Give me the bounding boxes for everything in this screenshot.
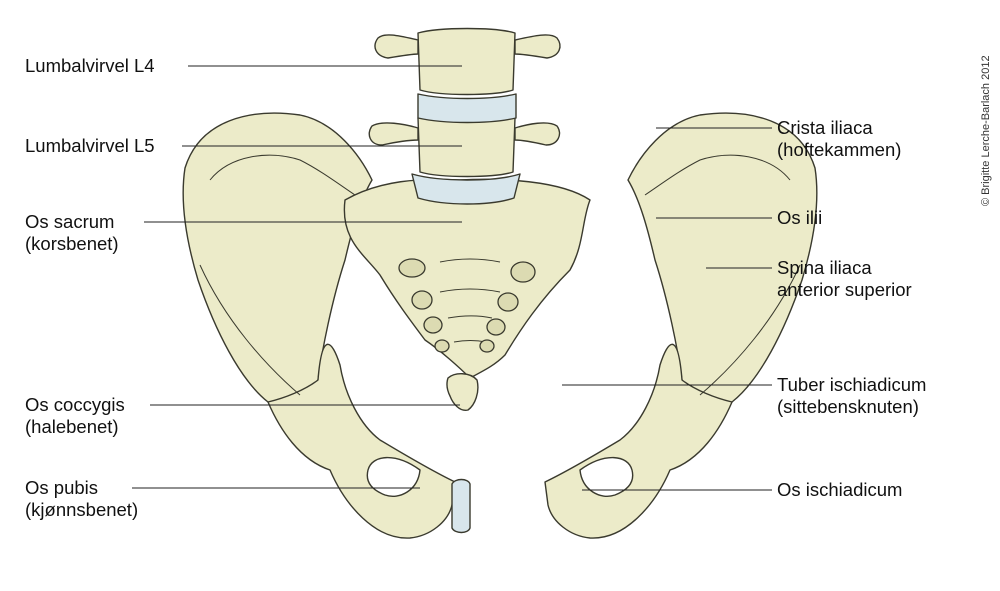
l4-body [417,27,516,96]
label-tuber-ischiadicum-line1: Tuber ischiadicum [777,374,927,395]
label-tuber-ischiadicum-line2: (sittebensknuten) [777,396,919,417]
l5-right-process [514,122,561,146]
label-os-ilii: Os ilii [777,207,822,229]
l5-left-process [368,122,419,146]
copyright-text: © Brigitte Lerche-Barlach 2012 [980,55,992,206]
coccyx-shape [446,373,479,411]
label-os-sacrum-line2: (korsbenet) [25,233,119,254]
label-os-ischiadicum-text: Os ischiadicum [777,479,903,500]
label-os-coccygis-line1: Os coccygis [25,394,125,415]
left-obturator [366,456,421,497]
label-spina-iliaca-line1: Spina iliaca [777,257,872,278]
label-tuber-ischiadicum: Tuber ischiadicum (sittebensknuten) [777,374,926,418]
label-os-pubis: Os pubis (kjønnsbenet) [25,477,138,521]
l4-right-process [514,34,561,59]
label-spina-iliaca-line2: anterior superior [777,279,912,300]
left-ilium [182,112,373,406]
sacral-foramen [497,292,519,312]
right-iliac-lower-line [699,264,801,396]
label-crista-iliaca-line2: (hoftekammen) [777,139,902,160]
disc-l4-l5 [417,93,517,124]
sacral-foramen [479,339,495,353]
sacral-line-3 [447,315,493,319]
label-lumbalvirvel-l5: Lumbalvirvel L5 [25,135,155,157]
l4-left-process [374,34,419,59]
right-iliac-inner-line [644,154,791,196]
pubic-symphysis [451,478,471,534]
right-ilium [627,112,818,406]
label-crista-iliaca: Crista iliaca (hoftekammen) [777,117,901,161]
sacrum-shape [343,178,591,379]
left-iliac-lower-line [199,264,301,396]
sacral-foramen [398,258,426,278]
label-crista-iliaca-line1: Crista iliaca [777,117,873,138]
sacral-foramen [510,261,536,283]
sacral-foramen [486,318,506,336]
label-os-sacrum: Os sacrum (korsbenet) [25,211,119,255]
label-os-coccygis-line2: (halebenet) [25,416,119,437]
label-os-ischiadicum: Os ischiadicum [777,479,902,501]
label-lumbalvirvel-l5-text: Lumbalvirvel L5 [25,135,155,156]
sacral-line-1 [439,258,501,263]
sacral-foramen [423,316,443,334]
label-os-pubis-line1: Os pubis [25,477,99,498]
label-os-coccygis: Os coccygis (halebenet) [25,394,125,438]
label-os-ilii-text: Os ilii [777,207,823,228]
label-os-pubis-line2: (kjønnsbenet) [25,499,139,520]
label-lumbalvirvel-l4-text: Lumbalvirvel L4 [25,55,155,76]
label-lumbalvirvel-l4: Lumbalvirvel L4 [25,55,155,77]
sacral-foramen [411,290,433,310]
left-iliac-inner-line [209,154,356,196]
label-spina-iliaca: Spina iliaca anterior superior [777,257,912,301]
disc-l5-s1 [411,173,521,205]
label-os-sacrum-line1: Os sacrum [25,211,115,232]
sacral-foramen [434,339,450,353]
sacral-line-2 [439,288,501,293]
copyright-notice: © Brigitte Lerche-Barlach 2012 [980,14,994,214]
